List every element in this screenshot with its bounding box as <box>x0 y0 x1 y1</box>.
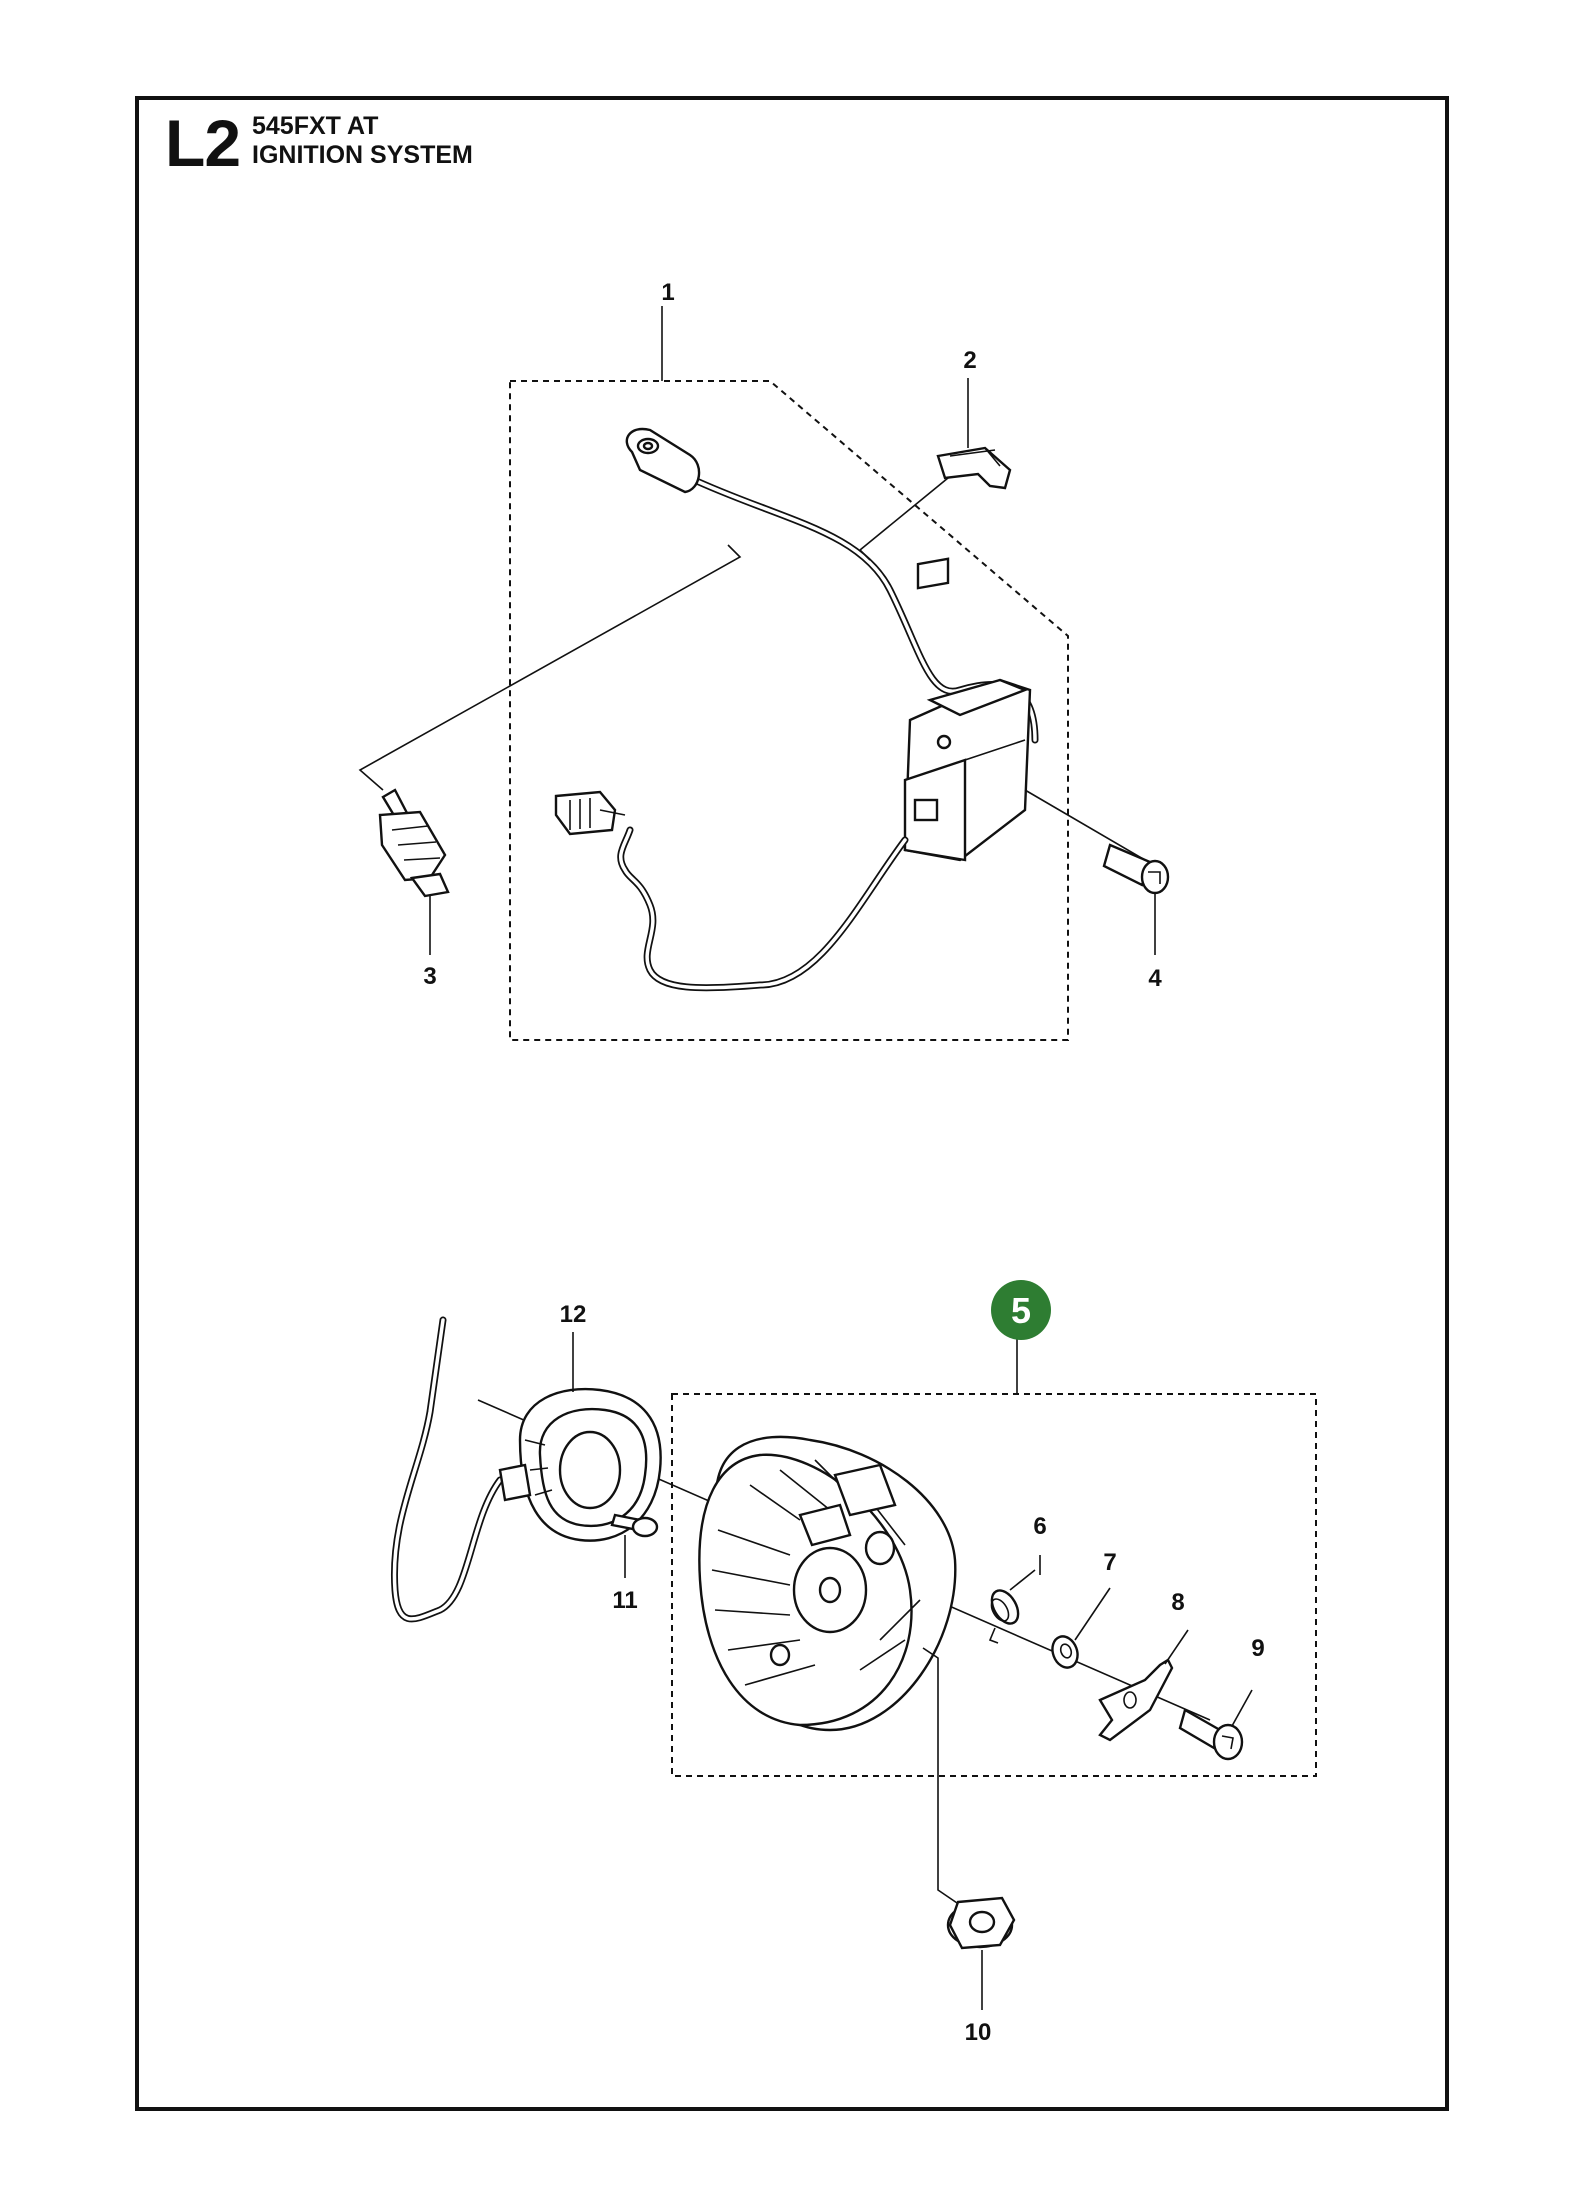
ignition-module-group <box>358 306 1069 1041</box>
pawl <box>1098 1629 1189 1742</box>
callout-11: 11 <box>612 1587 637 1614</box>
callout-1: 1 <box>661 279 674 306</box>
callout-8: 8 <box>1171 1589 1184 1616</box>
section-code: L2 <box>165 106 241 180</box>
badge-circle <box>991 1280 1051 1340</box>
leader-3-route <box>358 544 742 791</box>
callout-3: 3 <box>423 963 436 990</box>
kit-badge: 5 <box>991 1280 1051 1340</box>
spark-plug <box>378 788 450 955</box>
callout-4: 4 <box>1148 965 1162 992</box>
callout-9: 9 <box>1251 1635 1264 1662</box>
callout-6: 6 <box>1033 1513 1046 1540</box>
callout-7: 7 <box>1103 1549 1116 1576</box>
diagram-title: IGNITION SYSTEM <box>252 141 473 169</box>
leader-8 <box>1164 1629 1189 1665</box>
group-boundary-5 <box>671 1393 1317 1777</box>
wire-clip <box>859 378 1012 561</box>
leader-4-route <box>1024 789 1146 861</box>
flywheel-group <box>477 1334 1317 1906</box>
ignition-module <box>903 557 1032 862</box>
leader-7 <box>1074 1587 1111 1641</box>
callout-10: 10 <box>965 2019 992 2046</box>
leader-2-route <box>859 477 949 551</box>
coil-wire <box>390 1316 504 1623</box>
leader-9 <box>1231 1689 1253 1727</box>
callout-2: 2 <box>963 347 976 374</box>
generator-coil <box>390 1316 662 1623</box>
model-name: 545FXT AT <box>252 112 379 140</box>
callout-12: 12 <box>560 1301 587 1328</box>
flywheel-screw <box>1178 1689 1253 1761</box>
badge-label: 5 <box>1011 1290 1031 1331</box>
spark-plug-boot <box>625 427 701 494</box>
leader-10-route <box>922 1647 961 1906</box>
ground-wire <box>617 826 909 992</box>
wire-connector <box>554 790 626 836</box>
washer <box>1051 1587 1111 1669</box>
flange-nut <box>946 1896 1016 2010</box>
spring <box>988 1555 1041 1644</box>
coil-screw <box>610 1513 659 1578</box>
module-screw <box>1024 789 1170 955</box>
page-frame <box>135 96 1449 2111</box>
flywheel <box>698 1435 957 1732</box>
